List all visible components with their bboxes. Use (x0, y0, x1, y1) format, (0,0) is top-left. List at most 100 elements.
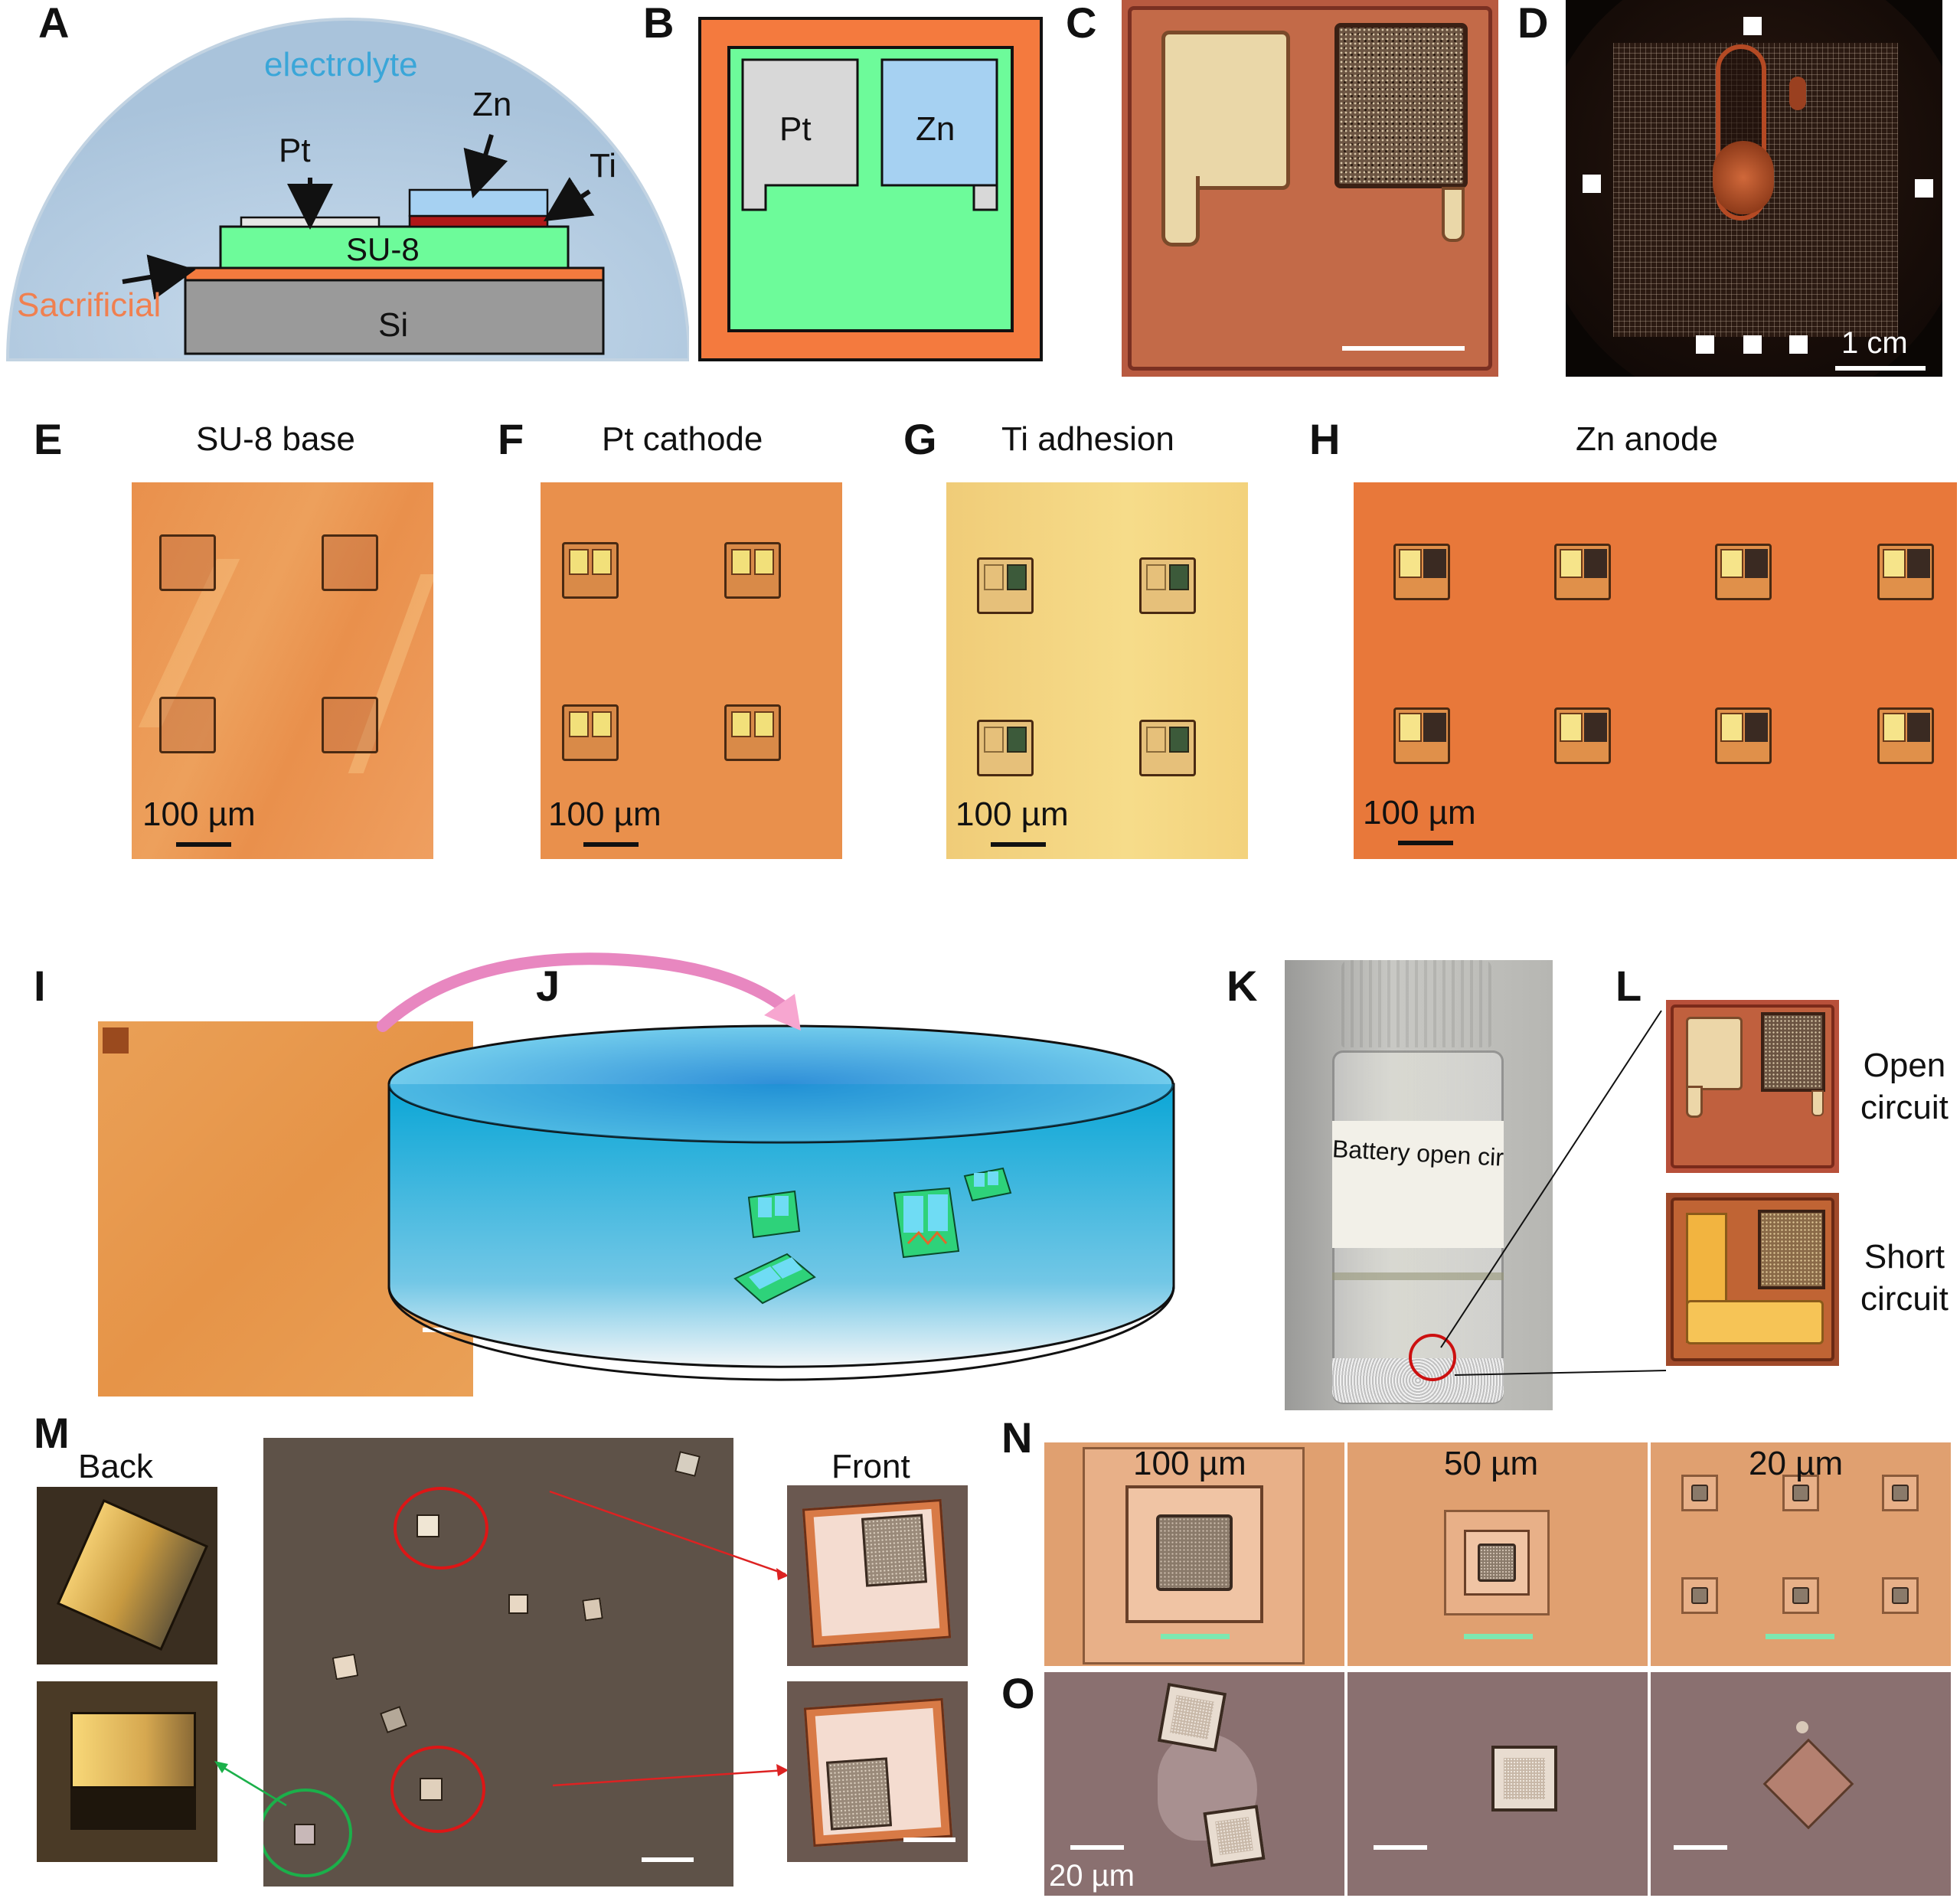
panel-n-20um (1651, 1442, 1951, 1666)
scale-text-d: 1 cm (1841, 326, 1908, 360)
sacrificial-layer (184, 266, 605, 282)
floating-chip-1 (747, 1190, 801, 1239)
panel-f-title: Pt cathode (602, 420, 763, 458)
panel-label-d: D (1517, 0, 1549, 47)
panel-label-h: H (1309, 415, 1341, 463)
zoom-lines-k-to-l (1440, 1010, 1667, 1376)
scale-bar-d (1835, 366, 1926, 371)
vial-cap (1341, 960, 1491, 1047)
panel-f-micrograph (541, 482, 842, 859)
short-circuit-label: Short circuit (1860, 1236, 1949, 1320)
panel-a-cross-section (5, 18, 689, 361)
scale-bar-o-3 (1674, 1845, 1727, 1850)
open-circuit-line-2: circuit (1860, 1089, 1949, 1126)
panel-label-n: N (1001, 1413, 1033, 1462)
panel-label-a: A (38, 0, 70, 47)
front-view-1 (787, 1485, 968, 1666)
front-label: Front (831, 1448, 910, 1485)
open-circuit-label: Open circuit (1860, 1044, 1949, 1129)
panel-l-short-circuit-image (1666, 1193, 1839, 1366)
pt-label-a: Pt (279, 132, 311, 169)
scale-text-g: 100 µm (956, 795, 1069, 833)
panel-b-layout (698, 17, 1043, 361)
panel-j-dish-illustration (387, 1024, 1175, 1381)
scale-bar-f (583, 842, 639, 847)
panel-label-m: M (34, 1409, 70, 1457)
panel-m-released-chips (263, 1438, 733, 1887)
panel-e-micrograph (132, 482, 433, 859)
scale-bar-o-1 (1070, 1845, 1124, 1850)
scale-text-h: 100 µm (1363, 794, 1476, 831)
scale-bar-m (642, 1857, 694, 1862)
red-circle-1 (394, 1487, 488, 1570)
si-substrate (184, 266, 605, 355)
sacrificial-label: Sacrificial (17, 286, 162, 324)
scale-bar-n-100 (1161, 1634, 1230, 1639)
panel-g-title: Ti adhesion (1001, 420, 1174, 458)
panel-label-i: I (34, 962, 46, 1010)
green-circle (263, 1789, 352, 1877)
panel-d-wafer-photo: 1 cm (1566, 0, 1942, 377)
short-circuit-line-2: circuit (1860, 1280, 1949, 1318)
scale-bar-c (1342, 346, 1465, 351)
floating-chip-4 (733, 1253, 816, 1305)
panel-l-open-circuit-image (1666, 1000, 1839, 1173)
su8-layer (219, 225, 570, 270)
open-circuit-line-1: Open (1863, 1047, 1946, 1084)
pt-layer (240, 216, 381, 228)
panel-n-50um (1348, 1442, 1648, 1666)
zn-layer (408, 188, 549, 217)
zn-label-b: Zn (916, 110, 956, 148)
panel-h-title: Zn anode (1576, 420, 1718, 458)
panel-g-micrograph (946, 482, 1248, 859)
scale-bar-m-front (903, 1838, 956, 1842)
m-pointer-arrows (214, 1490, 789, 1807)
scale-bar-g (991, 842, 1046, 847)
pt-pad (1161, 31, 1290, 190)
scale-bar-i (423, 1328, 466, 1332)
scale-bar-e (176, 842, 231, 847)
scale-text-e: 100 µm (142, 795, 256, 833)
scale-text-o: 20 µm (1049, 1859, 1135, 1893)
panel-e-title: SU-8 base (196, 420, 355, 458)
panel-o-image-1: 20 µm (1044, 1672, 1344, 1896)
n-label-50: 50 µm (1444, 1445, 1539, 1482)
electrolyte-label: electrolyte (264, 46, 418, 83)
panel-label-b: B (643, 0, 675, 47)
si-label: Si (378, 306, 409, 344)
back-view-2 (37, 1681, 217, 1862)
panel-n-100um (1044, 1442, 1344, 1666)
back-label: Back (78, 1448, 153, 1485)
su8-label-a: SU-8 (346, 231, 420, 267)
zn-label-a: Zn (472, 86, 512, 123)
panel-o-image-2 (1348, 1672, 1648, 1896)
n-label-20: 20 µm (1749, 1445, 1844, 1482)
pt-label-b: Pt (779, 110, 812, 148)
panel-label-k: K (1227, 962, 1258, 1010)
panel-label-g: G (903, 415, 937, 463)
short-circuit-line-1: Short (1864, 1238, 1945, 1276)
panel-label-e: E (34, 415, 63, 463)
scale-bar-o-2 (1374, 1845, 1427, 1850)
scale-text-f: 100 µm (548, 795, 662, 833)
panel-c-micrograph (1122, 0, 1498, 377)
floating-chip-2 (893, 1187, 960, 1259)
ti-layer (408, 214, 549, 228)
panel-k-vial-photo: Battery open circu (1285, 960, 1553, 1410)
panel-h-micrograph (1354, 482, 1957, 859)
panel-label-j: J (536, 962, 560, 1010)
transfer-arrow (377, 952, 801, 1032)
vial-highlight-circle (1409, 1334, 1456, 1381)
scale-bar-h (1398, 841, 1453, 845)
panel-label-l: L (1615, 962, 1642, 1010)
red-circle-2 (390, 1746, 485, 1833)
panel-label-f: F (498, 415, 524, 463)
back-view-1 (37, 1487, 217, 1664)
scale-bar-n-50 (1464, 1634, 1533, 1639)
panel-label-o: O (1001, 1669, 1035, 1717)
floating-chip-3 (963, 1167, 1012, 1202)
n-label-100: 100 µm (1133, 1445, 1246, 1482)
panel-o-image-3 (1651, 1672, 1951, 1896)
scale-bar-n-20 (1766, 1634, 1834, 1639)
zn-pad (1334, 23, 1468, 188)
